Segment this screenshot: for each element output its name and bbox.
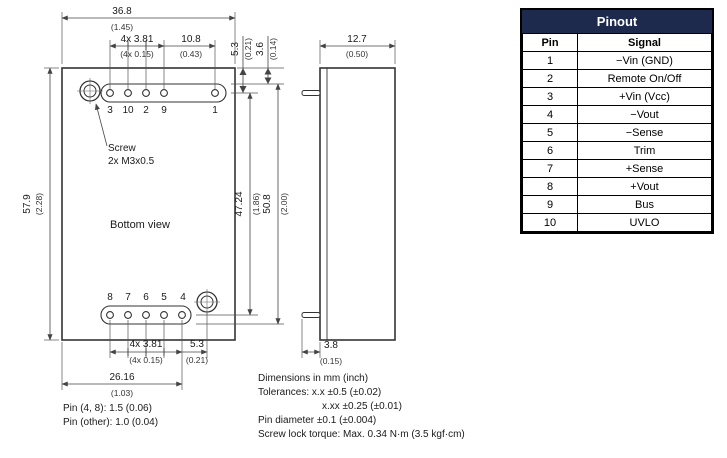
dim-edge-to-pin4-mm: 26.16	[109, 372, 134, 383]
pin-cell: 6	[522, 141, 578, 160]
table-row: 2 Remote On/Off	[522, 69, 712, 88]
dim-slot-edge-inch: (0.14)	[268, 38, 278, 60]
pinout-columns-row: Pin Signal	[522, 33, 712, 52]
pin-label: 9	[161, 105, 167, 116]
signal-cell: −Vout	[577, 105, 712, 124]
table-row: 10 UVLO	[522, 213, 712, 232]
side-bottom-pin	[301, 312, 321, 318]
screw-label-line1: Screw	[108, 143, 137, 154]
table-row: 8 +Vout	[522, 177, 712, 196]
dim-pin-row-span-mm: 47.24	[234, 191, 245, 216]
pin-label: 8	[107, 292, 113, 303]
dim-pin1-offset-mm: 10.8	[181, 34, 201, 45]
signal-cell: +Sense	[577, 159, 712, 178]
pin-cell: 4	[522, 105, 578, 124]
pin-cell: 9	[522, 195, 578, 214]
general-notes: Dimensions in mm (inch) Tolerances: x.x …	[258, 373, 465, 440]
dim-body-height-mm: 57.9	[22, 194, 33, 214]
side-body-outline	[319, 67, 396, 341]
pinout-header: Pinout	[522, 10, 712, 33]
table-row: 9 Bus	[522, 195, 712, 214]
pin-cell: 7	[522, 159, 578, 178]
dim-pin1-offset-inch: (0.43)	[180, 49, 202, 59]
dim-pin-edge-top-inch: (0.21)	[243, 38, 253, 60]
screw-leader-line	[94, 103, 108, 147]
dim-body-width-inch: (1.45)	[111, 22, 133, 32]
pin-cell: 3	[522, 87, 578, 106]
dim-pin-pitch-top-mm: 4x 3.81	[121, 34, 154, 45]
pin-cell: 5	[522, 123, 578, 142]
signal-cell: +Vout	[577, 177, 712, 196]
pin-label: 3	[107, 105, 113, 116]
pin-label: 5	[161, 292, 167, 303]
bottom-pins	[106, 311, 186, 319]
signal-cell: +Vin (Vcc)	[577, 87, 712, 106]
table-row: 1 −Vin (GND)	[522, 51, 712, 70]
table-row: 5 −Sense	[522, 123, 712, 142]
pinout-grid: Pin Signal 1 −Vin (GND) 2 Remote On/Off …	[522, 33, 712, 232]
dim-pin-edge-top-mm: 5.3	[230, 42, 241, 56]
pin-label: 4	[180, 292, 186, 303]
pin-size-notes: Pin (4, 8): 1.5 (0.06) Pin (other): 1.0 …	[63, 403, 158, 428]
table-row: 6 Trim	[522, 141, 712, 160]
side-view	[301, 67, 396, 341]
signal-cell: Trim	[577, 141, 712, 160]
signal-cell: Bus	[577, 195, 712, 214]
top-pin-slot	[100, 83, 227, 103]
bottom-view-label: Bottom view	[110, 219, 170, 231]
dim-outer-span-inch: (2.00)	[279, 193, 289, 215]
module-body-outline	[61, 67, 236, 341]
pinout-table: Pinout Pin Signal 1 −Vin (GND) 2 Remote …	[520, 8, 714, 234]
screw-label-line2: 2x M3x0.5	[108, 156, 155, 167]
signal-cell: −Vin (GND)	[577, 51, 712, 70]
note-line: Screw lock torque: Max. 0.34 N·m (3.5 kg…	[258, 429, 465, 440]
signal-cell: UVLO	[577, 213, 712, 232]
note-line: Pin (4, 8): 1.5 (0.06)	[63, 403, 152, 414]
dim-side-width-mm: 12.7	[347, 34, 367, 45]
dim-pin-edge-bottom-inch: (0.21)	[186, 355, 208, 365]
note-line: Pin diameter ±0.1 (±0.004)	[258, 415, 376, 426]
bottom-view	[61, 67, 236, 341]
note-line: Dimensions in mm (inch)	[258, 373, 368, 384]
dim-slot-edge-mm: 3.6	[255, 42, 266, 56]
pin-label: 10	[122, 105, 134, 116]
mechanical-drawing: 36.8 (1.45) 4x 3.81 (4x 0.15) 10.8 (0.43…	[22, 6, 465, 440]
table-row: 4 −Vout	[522, 105, 712, 124]
pin-label: 7	[125, 292, 131, 303]
dim-pin-pitch-bottom-mm: 4x 3.81	[130, 339, 163, 350]
screw-hole-top	[77, 78, 103, 104]
dim-edge-to-pin4-inch: (1.03)	[111, 388, 133, 398]
bottom-pin-labels: 8 7 6 5 4	[107, 292, 186, 303]
pin-cell: 1	[522, 51, 578, 70]
pin-cell: 8	[522, 177, 578, 196]
table-row: 7 +Sense	[522, 159, 712, 178]
dim-pin-pitch-bottom-inch: (4x 0.15)	[129, 355, 163, 365]
pin-cell: 2	[522, 69, 578, 88]
dim-side-width-inch: (0.50)	[346, 49, 368, 59]
dim-pin-pitch-top-inch: (4x 0.15)	[120, 49, 154, 59]
pin-label: 6	[143, 292, 149, 303]
signal-column-header: Signal	[577, 33, 712, 52]
note-line: x.xx ±0.25 (±0.01)	[322, 401, 402, 412]
dim-pin-length-inch: (0.15)	[320, 356, 342, 366]
pin-label: 2	[143, 105, 149, 116]
pin-label: 1	[212, 105, 218, 116]
dim-pin-length-mm: 3.8	[324, 340, 338, 351]
dim-body-width-mm: 36.8	[112, 6, 132, 17]
dim-body-height-inch: (2.28)	[34, 193, 44, 215]
note-line: Tolerances: x.x ±0.5 (±0.02)	[258, 387, 381, 398]
signal-cell: Remote On/Off	[577, 69, 712, 88]
dim-pin-edge-bottom-mm: 5.3	[190, 339, 204, 350]
signal-cell: −Sense	[577, 123, 712, 142]
side-top-pin	[301, 90, 321, 96]
note-line: Pin (other): 1.0 (0.04)	[63, 417, 158, 428]
pin-cell: 10	[522, 213, 578, 232]
screw-hole-bottom	[194, 289, 220, 315]
pin-column-header: Pin	[522, 33, 578, 52]
dimension-lines	[47, 15, 396, 387]
dim-outer-span-mm: 50.8	[262, 194, 273, 214]
top-pin-labels: 3 10 2 9 1	[107, 105, 218, 116]
dim-pin-row-span-inch: (1.86)	[251, 193, 261, 215]
table-row: 3 +Vin (Vcc)	[522, 87, 712, 106]
